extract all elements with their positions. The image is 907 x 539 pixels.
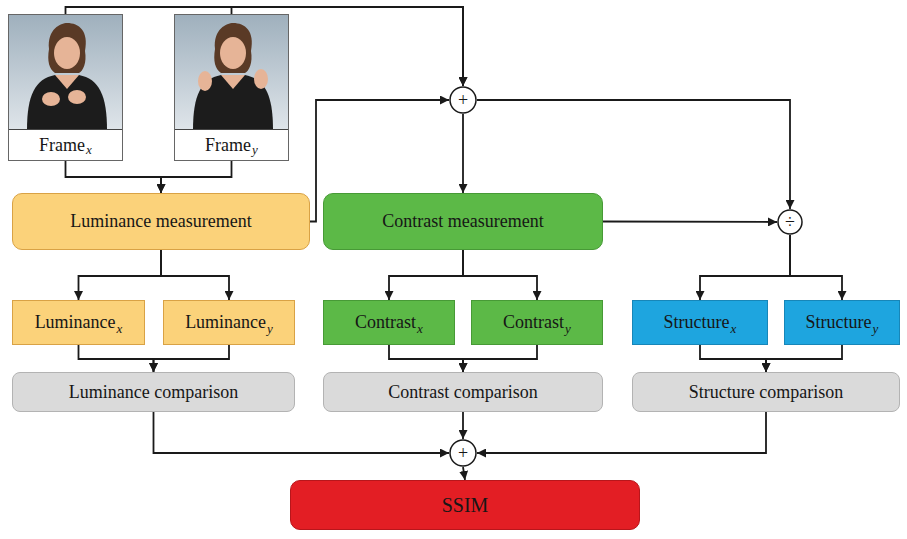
flow-arrow [161, 161, 232, 193]
process-box: Luminance measurement [12, 193, 310, 250]
label-group: Luminancey [185, 312, 273, 333]
flow-arrow [79, 345, 154, 372]
label-group: Luminance comparison [69, 382, 238, 403]
component-box: Structurex [632, 300, 768, 345]
node-label: Structure comparison [689, 382, 843, 402]
label-group: Luminancex [35, 312, 123, 333]
node-label: Frame [205, 135, 251, 156]
node-label: Contrast comparison [388, 382, 537, 402]
label-group: ÷ [785, 212, 795, 233]
junction-outline [450, 440, 476, 466]
flow-arrow [79, 250, 162, 300]
flow-arrow [462, 114, 464, 193]
node-label: Structure [806, 312, 872, 332]
node-label: Luminance measurement [70, 211, 251, 231]
flow-arrow [389, 345, 463, 372]
flow-arrow [477, 412, 766, 453]
node-label: Contrast [503, 312, 564, 332]
subscript-label: x [417, 321, 423, 336]
subscript-label: x [86, 143, 92, 158]
label-group: Contrastx [355, 312, 423, 333]
component-box: Contrastx [323, 300, 455, 345]
label-group: Framex [9, 129, 122, 160]
node-label: Luminance [185, 312, 266, 332]
flow-arrow [790, 235, 842, 300]
component-box: Luminancey [163, 300, 295, 345]
sum-junction: + [449, 86, 477, 114]
divide-junction: ÷ [777, 209, 803, 235]
signer-picture [9, 15, 122, 130]
subscript-label: x [117, 321, 123, 336]
node-label: Contrast [355, 312, 416, 332]
label-group: Contrasty [503, 312, 571, 333]
label-group: Framey [175, 129, 288, 160]
signer-picture [175, 15, 288, 130]
video-frame: Framey [174, 14, 289, 161]
flow-arrow [463, 345, 537, 372]
label-group: + [458, 90, 468, 111]
label-group: Contrast measurement [382, 211, 543, 232]
node-label: Structure [664, 312, 730, 332]
flow-arrow [232, 7, 464, 86]
flow-arrow [462, 412, 464, 439]
node-label: Contrast measurement [382, 211, 543, 231]
junction-outline [450, 87, 476, 113]
label-group: Luminance measurement [70, 211, 251, 232]
label-group: SSIM [442, 494, 489, 517]
junction-outline [778, 210, 802, 234]
node-label: ÷ [785, 212, 795, 232]
label-group: Structure comparison [689, 382, 843, 403]
flow-arrow [700, 235, 790, 300]
flow-arrow [766, 345, 842, 372]
label-group: Structurex [664, 312, 737, 333]
component-box: Contrasty [471, 300, 603, 345]
flow-arrow [66, 161, 162, 193]
component-box: Structurey [784, 300, 900, 345]
node-label: Luminance [35, 312, 116, 332]
comparison-box: Structure comparison [632, 372, 900, 412]
flow-arrow [463, 250, 537, 300]
process-box: Contrast measurement [323, 193, 603, 250]
flow-arrow [463, 467, 465, 480]
subscript-label: x [731, 321, 737, 336]
subscript-label: y [565, 321, 571, 336]
flow-arrow [161, 250, 229, 300]
comparison-box: Contrast comparison [323, 372, 603, 412]
flow-arrow [154, 345, 230, 372]
label-group: Structurey [806, 312, 879, 333]
node-label: + [458, 90, 468, 110]
subscript-label: y [267, 321, 273, 336]
flow-arrow [154, 412, 450, 453]
flow-arrow [603, 221, 777, 223]
flow-arrow [66, 7, 464, 86]
node-label: SSIM [442, 494, 489, 516]
label-group: + [458, 443, 468, 464]
result-box: SSIM [290, 480, 640, 530]
video-frame: Framex [8, 14, 123, 161]
flow-arrow [700, 345, 766, 372]
node-label: Luminance comparison [69, 382, 238, 402]
label-group: Contrast comparison [388, 382, 537, 403]
node-label: Frame [39, 135, 85, 156]
sum-junction: + [449, 439, 477, 467]
flow-arrow [389, 250, 463, 300]
subscript-label: y [252, 143, 258, 158]
component-box: Luminancex [12, 300, 145, 345]
subscript-label: y [873, 321, 879, 336]
node-label: + [458, 443, 468, 463]
comparison-box: Luminance comparison [12, 372, 295, 412]
